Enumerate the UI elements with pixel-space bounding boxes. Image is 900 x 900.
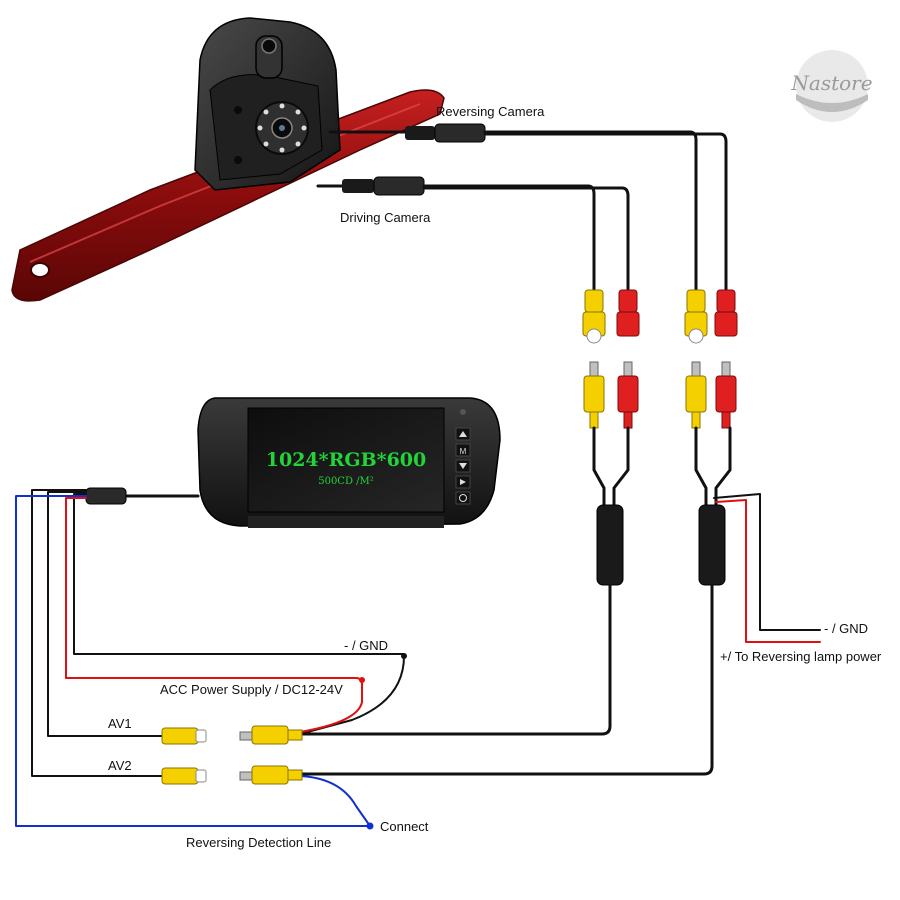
gnd-right-label: - / GND bbox=[824, 621, 868, 636]
driving-cable-joiner bbox=[596, 504, 624, 586]
monitor-screen bbox=[247, 407, 445, 513]
av1-label: AV1 bbox=[108, 716, 132, 731]
monitor-brightness-text: 500CD /M² bbox=[318, 476, 374, 487]
brand-logo-text: Nastore bbox=[790, 71, 872, 95]
av2-rca-pair bbox=[161, 765, 303, 785]
brand-logo: Nastore bbox=[790, 50, 873, 122]
monitor-harness bbox=[15, 487, 407, 830]
monitor-resolution-text: 1024*RGB*600 bbox=[266, 449, 427, 471]
svg-text:M: M bbox=[460, 447, 467, 456]
up-arrow-icon[interactable] bbox=[455, 427, 471, 441]
brake-light-camera-unit bbox=[11, 17, 445, 302]
reversing-camera-connector bbox=[405, 126, 435, 140]
mode-icon[interactable] bbox=[455, 475, 471, 489]
reversing-lamp-label: +/ To Reversing lamp power bbox=[720, 649, 882, 664]
mirror-monitor: 1024*RGB*600 500CD /M² M bbox=[197, 397, 501, 528]
camera-cables bbox=[316, 123, 728, 292]
driving-camera-label: Driving Camera bbox=[340, 210, 431, 225]
driving-camera-connector bbox=[342, 179, 374, 193]
extension-rca-plugs bbox=[583, 361, 737, 429]
connect-label: Connect bbox=[380, 819, 429, 834]
camera-rca-sockets bbox=[582, 289, 738, 344]
gnd-left-label: - / GND bbox=[344, 638, 388, 653]
av1-rca-pair bbox=[161, 725, 303, 745]
av2-label: AV2 bbox=[108, 758, 132, 773]
acc-power-label: ACC Power Supply / DC12-24V bbox=[160, 682, 343, 697]
extension-cables bbox=[298, 426, 821, 776]
reversing-cable-joiner bbox=[698, 504, 726, 586]
reversing-detection-label: Reversing Detection Line bbox=[186, 835, 331, 850]
power-icon[interactable] bbox=[455, 491, 471, 505]
down-arrow-icon[interactable] bbox=[455, 459, 471, 473]
menu-icon[interactable]: M bbox=[455, 443, 471, 457]
reversing-camera-label: Reversing Camera bbox=[436, 104, 545, 119]
